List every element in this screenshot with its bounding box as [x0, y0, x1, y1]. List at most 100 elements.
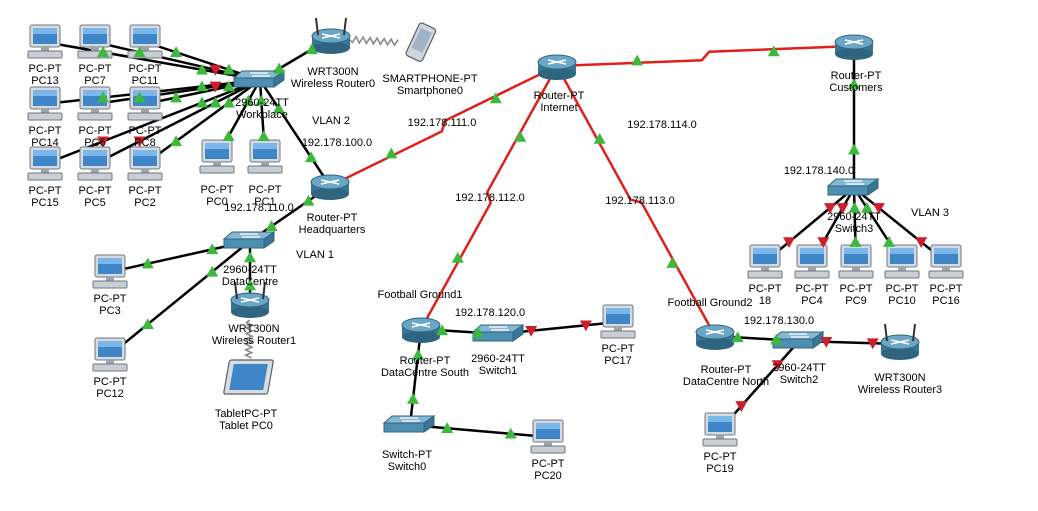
device-type-label: PC-PT [94, 293, 127, 305]
link-up-indicator [255, 94, 268, 106]
device-internet[interactable] [537, 54, 577, 80]
link-up-indicator [170, 135, 183, 147]
link-up-indicator [666, 257, 679, 268]
device-name-label: PC20 [534, 470, 562, 482]
device-name-label: Wireless Router1 [212, 335, 296, 347]
note-net100: 192.178.100.0 [302, 137, 372, 149]
link-down-indicator [872, 203, 885, 214]
device-pc16[interactable] [928, 244, 964, 279]
device-name-label: DataCentre North [683, 376, 769, 388]
device-name-label: Switch3 [835, 223, 874, 235]
device-pc18[interactable] [747, 244, 783, 279]
link-down-indicator [820, 337, 833, 348]
link-up-indicator [883, 236, 896, 247]
pc-icon [127, 24, 163, 59]
device-wr3[interactable] [880, 323, 920, 360]
device-pc9[interactable] [838, 244, 874, 279]
note-net112: 192.178.112.0 [455, 192, 525, 204]
link-pc2-workplace[interactable] [144, 78, 261, 166]
link-up-indicator [631, 54, 644, 66]
link-pc6-workplace[interactable] [94, 78, 261, 106]
link-workplace-hq[interactable] [258, 79, 332, 187]
link-up-indicator [265, 220, 278, 231]
link-hq-internet[interactable] [329, 64, 558, 188]
pc-icon [928, 244, 964, 279]
device-pc4[interactable] [794, 244, 830, 279]
device-pc17[interactable] [600, 304, 636, 339]
link-internet-customers[interactable] [556, 44, 855, 68]
link-down-indicator [735, 401, 748, 412]
device-pc2[interactable] [127, 146, 163, 181]
device-pc7[interactable] [77, 24, 113, 59]
device-switch2[interactable] [771, 331, 825, 349]
device-pc19[interactable] [702, 412, 738, 447]
device-type-label: 2960-24TT [235, 97, 289, 109]
device-dcnorth[interactable] [695, 324, 735, 350]
device-type-label: 2960-24TT [772, 362, 826, 374]
link-down-indicator [579, 320, 592, 332]
note-fg2: Football Ground2 [668, 297, 753, 309]
device-pc6[interactable] [77, 86, 113, 121]
link-down-indicator [823, 203, 836, 214]
pc-icon [530, 419, 566, 454]
pc-icon [884, 244, 920, 279]
device-pc20[interactable] [530, 419, 566, 454]
device-pc8[interactable] [127, 86, 163, 121]
device-hq[interactable] [310, 174, 350, 200]
copper-link-line [258, 79, 332, 187]
link-internet-dcsouth[interactable] [419, 65, 559, 330]
device-pc5[interactable] [77, 146, 113, 181]
note-vlan1: VLAN 1 [296, 249, 334, 261]
link-up-indicator [195, 63, 208, 75]
wireless-router-icon [230, 281, 270, 318]
device-pc11[interactable] [127, 24, 163, 59]
router-icon [537, 54, 577, 80]
device-switch0[interactable] [382, 415, 436, 433]
device-tablet0[interactable] [223, 359, 274, 395]
device-pc10[interactable] [884, 244, 920, 279]
link-dcsouth-switch0[interactable] [408, 328, 423, 426]
device-pc12[interactable] [92, 337, 128, 372]
device-pc14[interactable] [27, 86, 63, 121]
link-pc5-workplace[interactable] [94, 78, 261, 166]
link-up-indicator [451, 251, 464, 263]
wireless-router-icon [880, 323, 920, 360]
device-pc13[interactable] [27, 24, 63, 59]
link-wr0-phone0[interactable] [348, 35, 399, 47]
link-datacentre-pc12[interactable] [109, 240, 251, 356]
device-type-label: PC-PT [29, 125, 62, 137]
link-pc7-workplace[interactable] [94, 40, 261, 82]
device-pc15[interactable] [27, 146, 63, 181]
pc-icon [247, 139, 283, 174]
device-dcsouth[interactable] [401, 317, 441, 343]
note-net111: 192.178.111.0 [408, 117, 477, 129]
device-workplace[interactable] [232, 70, 286, 88]
device-type-label: PC-PT [749, 283, 782, 295]
device-switch3[interactable] [826, 178, 880, 196]
device-type-label: PC-PT [129, 125, 162, 137]
device-customers[interactable] [834, 34, 874, 60]
note-vlan2: VLAN 2 [312, 115, 350, 127]
device-pc0[interactable] [199, 139, 235, 174]
device-wr1[interactable] [230, 281, 270, 318]
device-datacentre[interactable] [222, 231, 276, 249]
device-type-label: WRT300N [228, 323, 279, 335]
link-down-indicator [817, 237, 830, 249]
link-up-indicator [848, 78, 860, 90]
link-up-indicator [412, 348, 425, 360]
pc-icon [27, 24, 63, 59]
pc-icon [702, 412, 738, 447]
device-type-label: 2960-24TT [827, 211, 881, 223]
device-switch1[interactable] [471, 324, 525, 342]
device-phone0[interactable] [405, 22, 437, 62]
device-pc1[interactable] [247, 139, 283, 174]
tablet-icon [223, 359, 274, 395]
device-name-label: PC13 [31, 75, 59, 87]
device-pc3[interactable] [92, 254, 128, 289]
device-name-label: PC1 [254, 196, 275, 208]
link-wr1-tablet0[interactable] [243, 319, 255, 359]
device-wr0[interactable] [311, 17, 351, 54]
link-switch0-pc20[interactable] [409, 423, 549, 439]
link-internet-dcnorth[interactable] [555, 65, 717, 337]
